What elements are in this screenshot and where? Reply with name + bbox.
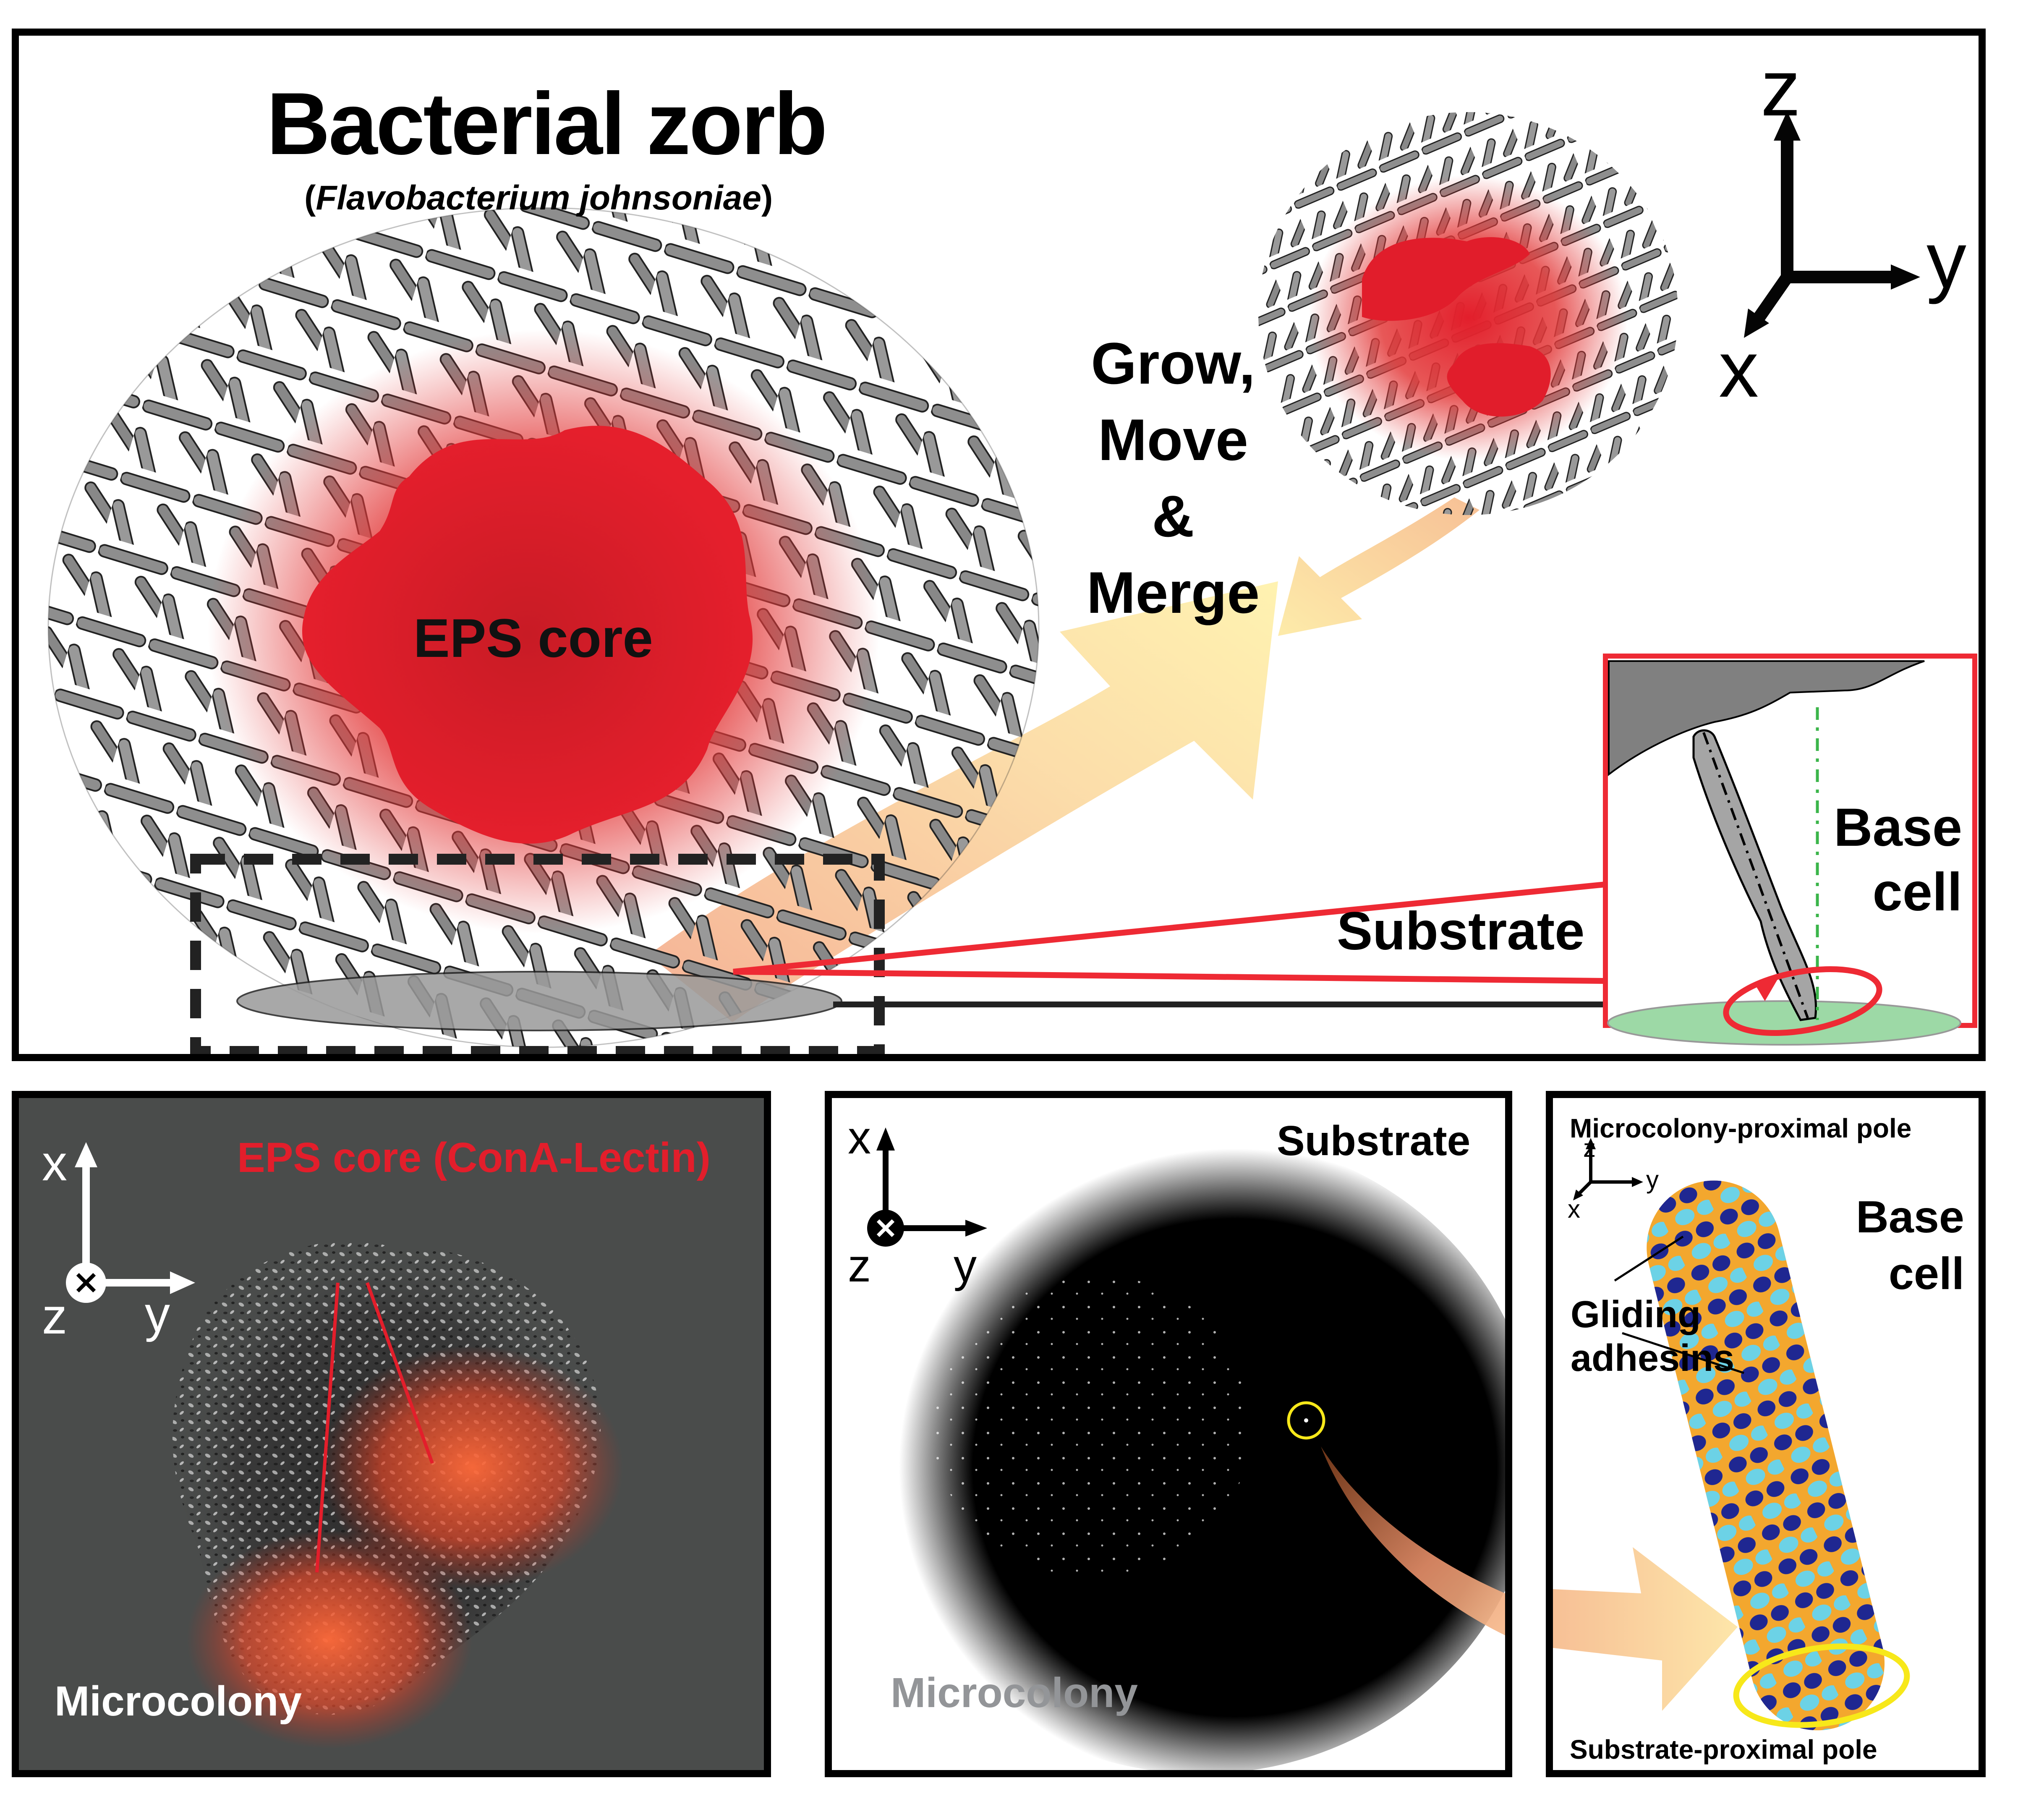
adhesins-line: adhesins [1571,1337,1735,1379]
base-cell-model [1553,1138,1910,1731]
microcolony-label: Microcolony [891,1669,1138,1716]
incoming-arrow [1553,1547,1738,1711]
axis-label-z: z [1583,1134,1596,1162]
gliding-adhesins-label: Gliding adhesins [1571,1293,1734,1380]
pointer-line-1 [315,1282,340,1573]
substrate-proximal-pole-label: Substrate-proximal pole [1570,1734,1877,1765]
figure-title: Bacterial zorb [267,74,828,173]
substrate-footprint-image [865,1127,1505,1770]
process-line-merge: Merge [1086,560,1260,625]
axis-label-x: x [1719,325,1759,414]
merge-arrow-small [1278,497,1479,636]
microcolony-proximal-pole-label: Microcolony-proximal pole [1570,1113,1912,1143]
bottom-right-panel-base-cell: Microcolony-proximal pole Substrate-prox… [1546,1091,1986,1777]
base-cell-label: Base cell [1847,1188,1964,1302]
axis-label-y: y [1926,216,1966,305]
xyz-axes-icon [1744,111,1920,338]
axis-label-z: z [848,1240,871,1292]
substrate-label: Substrate [1337,901,1585,961]
small-eps-core-1 [1362,237,1530,321]
base-cell-line1: Base [1834,798,1962,858]
large-zorb-colony [47,207,1040,1048]
axis-label-x: x [848,1112,871,1164]
adhesin-pointer-2 [1622,1332,1744,1374]
eps-core-cona-lectin-label: EPS core (ConA-Lectin) [237,1134,711,1181]
species-name: Flavobacterium johnsoniae [316,179,761,217]
base-cell-line2: cell [1888,1248,1964,1299]
axis-label-z: z [1761,44,1801,133]
axis-label-z: z [42,1288,67,1344]
axis-label-y: y [954,1240,977,1292]
top-panel-bacterial-zorb: Bacterial zorb (Flavobacterium johnsonia… [12,29,1986,1061]
eps-core-blob [302,426,753,844]
adhesin-pointer-1 [1614,1235,1684,1282]
zoom-arrow-to-base-cell [1321,1446,1505,1635]
microcolony-micrograph [66,1142,623,1749]
base-cell-line1: Base [1856,1191,1964,1242]
base-cell-label: Base cell [1824,795,1962,924]
axis-label-x: x [1568,1195,1580,1223]
microcolony-label: Microcolony [55,1678,302,1725]
gliding-line: Gliding [1571,1294,1701,1336]
bottom-left-panel-microscopy: EPS core (ConA-Lectin) Microcolony x z y [12,1091,771,1777]
process-line-and: & [1152,483,1195,549]
xy-axes-icon-white [66,1142,195,1303]
substrate-pole-highlight [1733,1643,1910,1728]
small-eps-core-2 [1447,343,1551,417]
base-cell-line2: cell [1872,862,1963,922]
substrate-label: Substrate [1277,1117,1471,1164]
subtitle-open-paren: ( [304,179,316,217]
figure-subtitle-species: (Flavobacterium johnsoniae) [304,178,773,218]
axis-label-y: y [145,1286,170,1342]
highlight-circle-yellow [1287,1401,1325,1440]
xyz-axes-icon-small [1573,1138,1643,1200]
subtitle-close-paren: ) [761,179,773,217]
connector-line-red [733,881,1606,984]
axis-label-x: x [42,1135,67,1191]
xy-axes-icon-black [867,1127,987,1247]
small-zorb-colony [1258,112,1678,515]
process-label: Grow, Move & Merge [1056,325,1291,631]
eps-core-label: EPS core [413,607,653,669]
bottom-middle-panel-substrate: Substrate Microcolony x z y [825,1091,1512,1777]
zorb-illustration [47,111,1977,1054]
axis-label-y: y [1646,1166,1659,1194]
process-line-move: Move [1098,407,1248,473]
rod-cell [1647,1180,1885,1731]
process-line-grow: Grow, [1091,330,1255,396]
base-cell-inset [1603,654,1977,1046]
pointer-line-2 [366,1282,434,1464]
